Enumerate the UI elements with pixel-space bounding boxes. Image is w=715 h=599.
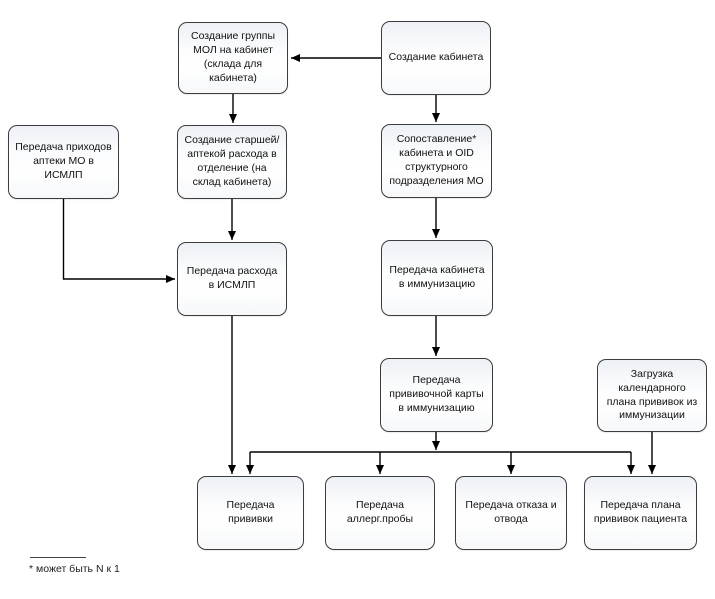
- node-transfer-vacc-card: Передача прививочной карты в иммунизацию: [380, 358, 493, 432]
- node-transfer-receipts: Передача приходов аптеки МО в ИСМЛП: [8, 125, 119, 199]
- node-label: Создание группы МОЛ на кабинет (склада д…: [191, 30, 275, 84]
- node-transfer-refusal: Передача отказа и отвода: [455, 476, 567, 550]
- node-label: Передача расхода в ИСМЛП: [186, 265, 278, 291]
- node-transfer-allergy-test: Передача аллерг.пробы: [325, 476, 435, 550]
- node-label: Передача аллерг.пробы: [346, 499, 414, 525]
- node-load-calendar-plan: Загрузка календарного плана прививок из …: [597, 359, 707, 432]
- node-label: Передача прививки: [226, 499, 275, 525]
- node-mapping-cabinet-oid: Сопоставление* кабинета и OID структурно…: [381, 124, 492, 198]
- footnote-text: * может быть N к 1: [29, 563, 120, 575]
- node-create-expense: Создание старшей/ аптекой расхода в отде…: [177, 125, 287, 199]
- node-label: Загрузка календарного плана прививок из …: [606, 367, 698, 422]
- node-create-mol-group: Создание группы МОЛ на кабинет (склада д…: [178, 22, 288, 94]
- node-label: Создание кабинета: [388, 51, 484, 64]
- node-create-cabinet: Создание кабинета: [381, 21, 491, 95]
- node-label: Передача отказа и отвода: [465, 499, 557, 525]
- node-transfer-vaccination: Передача прививки: [197, 476, 304, 550]
- node-label: Создание старшей/ аптекой расхода в отде…: [184, 134, 280, 188]
- node-transfer-cabinet: Передача кабинета в иммунизацию: [381, 240, 493, 316]
- node-label: Передача плана прививок пациента: [593, 499, 688, 525]
- node-transfer-patient-plan: Передача плана прививок пациента: [584, 476, 697, 550]
- node-label: Передача кабинета в иммунизацию: [389, 264, 485, 290]
- node-label: Передача прививочной карты в иммунизацию: [389, 374, 484, 414]
- connector-transfer-receipts-to-transfer-expense: [62, 199, 175, 283]
- node-label: Сопоставление* кабинета и OID структурно…: [389, 133, 484, 187]
- node-label: Передача приходов аптеки МО в ИСМЛП: [15, 141, 112, 181]
- node-transfer-expense: Передача расхода в ИСМЛП: [177, 242, 287, 316]
- footnote-rule: [30, 557, 86, 558]
